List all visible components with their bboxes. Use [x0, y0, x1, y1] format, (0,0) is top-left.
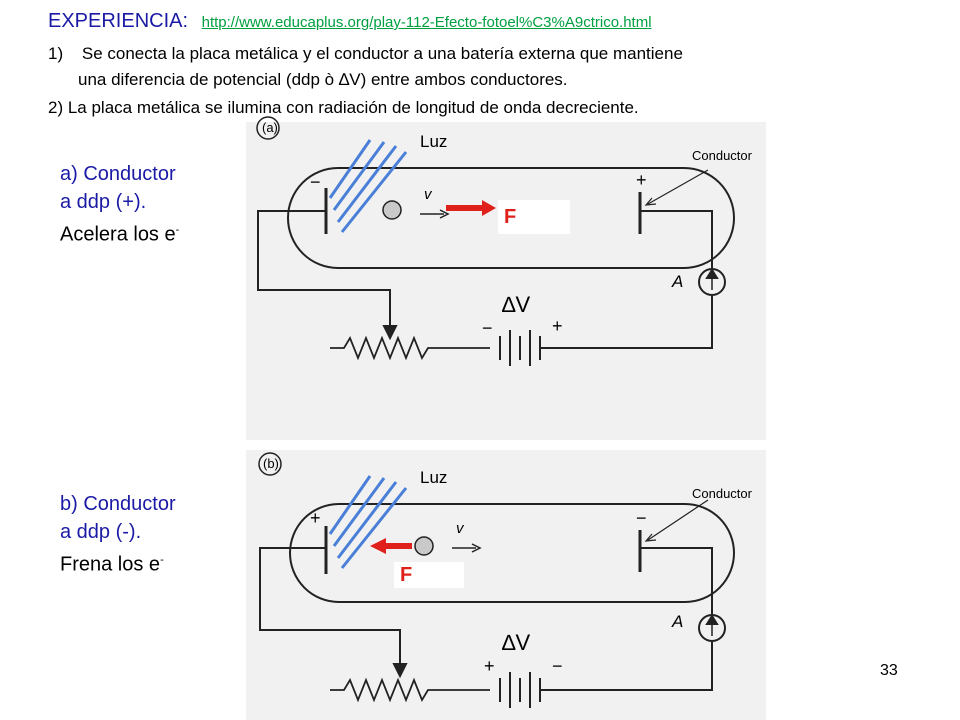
panel-b-line3: Frena los e [60, 553, 161, 576]
diagram-a-luz: Luz [420, 132, 448, 151]
diagram-b-conductor-label: Conductor [692, 486, 752, 501]
diagram-a-electron [382, 200, 402, 220]
panel-a-sup: - [175, 224, 180, 236]
step-1-continuation: una diferencia de potencial (ddp ò ∆V) e… [78, 70, 568, 89]
diagram-a [256, 116, 735, 366]
page-number: 33 [880, 662, 898, 679]
diagram-a-tag-circle [256, 116, 280, 140]
panel-b-sup: - [160, 554, 164, 566]
diagram-a-tag: (a) [262, 120, 278, 135]
step-1: 1) Se conecta la placa metálica y el con… [48, 44, 683, 64]
diagram-b-tag-circle [258, 452, 282, 476]
diagram-a-tube [287, 167, 735, 269]
diagram-a-ammeter-label: A [672, 272, 684, 291]
diagram-b-slider-arrowhead [392, 663, 408, 679]
figure-b-background [246, 450, 766, 720]
diagram-a-ammeter-arrowhead [705, 268, 719, 279]
experience-label: EXPERIENCIA: [48, 10, 189, 32]
simulation-link[interactable]: http://www.educaplus.org/play-112-Efecto… [201, 14, 652, 31]
diagram-a-velocity-label: v [424, 186, 432, 203]
diagram-b-light-rays [328, 475, 408, 569]
panel-b-caption: b) Conductor a ddp (-). Frena los e- [60, 490, 176, 579]
diagram-a-minus: − [310, 172, 321, 192]
diagram-a-velocity-arrowhead [439, 209, 450, 219]
diagram-b-tag: (b) [263, 456, 279, 471]
diagram-b-plus: + [310, 508, 321, 528]
diagram-b-conductor-pointer [647, 499, 709, 541]
diagram-b-velocity-label: v [456, 520, 464, 537]
diagram-a-delta-v: ∆V [502, 292, 531, 317]
diagram-a-battery-minus: − [482, 318, 493, 338]
panel-a-line2: a ddp (+). [60, 191, 147, 213]
diagram-a-wire-bottom [560, 296, 713, 349]
diagram-b-delta-v: ∆V [502, 630, 531, 655]
diagram-a-force-label: F [498, 200, 570, 234]
step-1-number: 1) [48, 44, 64, 63]
panel-a-line1: a) Conductor [60, 163, 176, 185]
diagram-b-resistor [330, 677, 490, 703]
diagram-a-plus: + [636, 170, 647, 190]
step-1-text: Se conecta la placa metálica y el conduc… [81, 44, 683, 63]
diagram-a-battery-plus: + [552, 316, 563, 336]
diagram-b-minus: − [636, 508, 647, 528]
diagram-a-force-arrow [446, 200, 496, 216]
diagram-b-wire-right [640, 547, 713, 614]
diagram-b-battery-minus: − [552, 656, 563, 676]
diagram-a-conductor-pointer [647, 169, 709, 205]
diagram-a-resistor [330, 335, 490, 361]
panel-a-line3: Acelera los e [60, 223, 176, 246]
diagram-a-wire-left [257, 210, 391, 330]
diagram-b-electron [414, 536, 434, 556]
diagram-b-force-arrow [370, 538, 412, 554]
diagram-b-luz: Luz [420, 468, 448, 487]
figure-a-background [246, 122, 766, 440]
panel-b-line2: a ddp (-). [60, 521, 142, 543]
diagram-b-tube [289, 503, 735, 603]
diagram-b-wire-bottom [560, 642, 713, 691]
diagram-b-force-label: F [394, 562, 464, 588]
diagram-b [258, 452, 735, 708]
diagram-b-ammeter-label: A [672, 612, 684, 631]
diagram-a-light-rays [328, 139, 408, 233]
diagram-a-wire-right [640, 210, 713, 268]
experience-header: EXPERIENCIA: http://www.educaplus.org/pl… [48, 10, 652, 33]
diagram-a-slider-arrowhead [382, 325, 398, 341]
diagram-b-wire-left [259, 547, 401, 668]
step-2: 2) La placa metálica se ilumina con radi… [48, 98, 639, 117]
diagram-a-conductor-pointer-head [644, 197, 657, 206]
diagram-a-conductor-label: Conductor [692, 148, 752, 163]
panel-b-line1: b) Conductor [60, 493, 176, 515]
panel-a-caption: a) Conductor a ddp (+). Acelera los e- [60, 160, 179, 249]
diagram-b-battery-plus: + [484, 656, 495, 676]
